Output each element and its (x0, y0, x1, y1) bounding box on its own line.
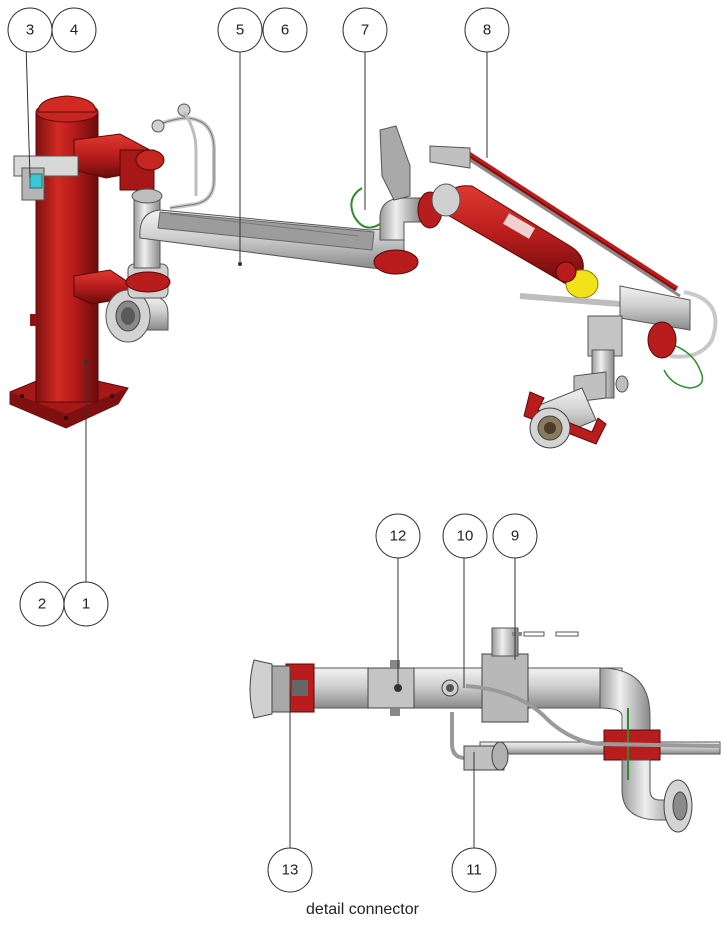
callout-9-label: 9 (511, 528, 519, 545)
detail-caption: detail connector (306, 901, 419, 918)
callout-6: 6 (262, 7, 308, 53)
callout-1: 1 (63, 581, 109, 627)
callout-10-label: 10 (457, 528, 474, 545)
detail-connector-drawing (249, 627, 721, 833)
dry-break-coupler (249, 659, 273, 719)
callout-2: 2 (19, 581, 65, 627)
swivel-coupling (367, 667, 415, 709)
callout-5-label: 5 (236, 22, 244, 39)
callout-4-label: 4 (70, 22, 78, 39)
callout-7: 7 (342, 7, 388, 53)
callout-2-label: 2 (38, 596, 46, 613)
callout-4: 4 (51, 7, 97, 53)
callout-11: 11 (451, 847, 497, 893)
callout-8-label: 8 (483, 22, 491, 39)
callout-11-label: 11 (466, 862, 482, 879)
callout-5: 5 (217, 7, 263, 53)
callout-3-label: 3 (26, 22, 34, 39)
callout-7-label: 7 (361, 22, 369, 39)
apex-swivel (379, 197, 421, 241)
callout-6-label: 6 (281, 22, 289, 39)
callout-13-label: 13 (282, 862, 299, 879)
callout-1-label: 1 (82, 596, 90, 613)
sensor-block (29, 173, 43, 189)
callout-12-label: 12 (390, 528, 407, 545)
callout-12: 12 (375, 513, 421, 559)
leader-lines (25, 43, 516, 850)
callout-8: 8 (464, 7, 510, 53)
callout-9: 9 (492, 513, 538, 559)
callout-10: 10 (442, 513, 488, 559)
callout-13: 13 (267, 847, 313, 893)
loading-arm-assembly (9, 95, 718, 449)
callout-3: 3 (7, 7, 53, 53)
